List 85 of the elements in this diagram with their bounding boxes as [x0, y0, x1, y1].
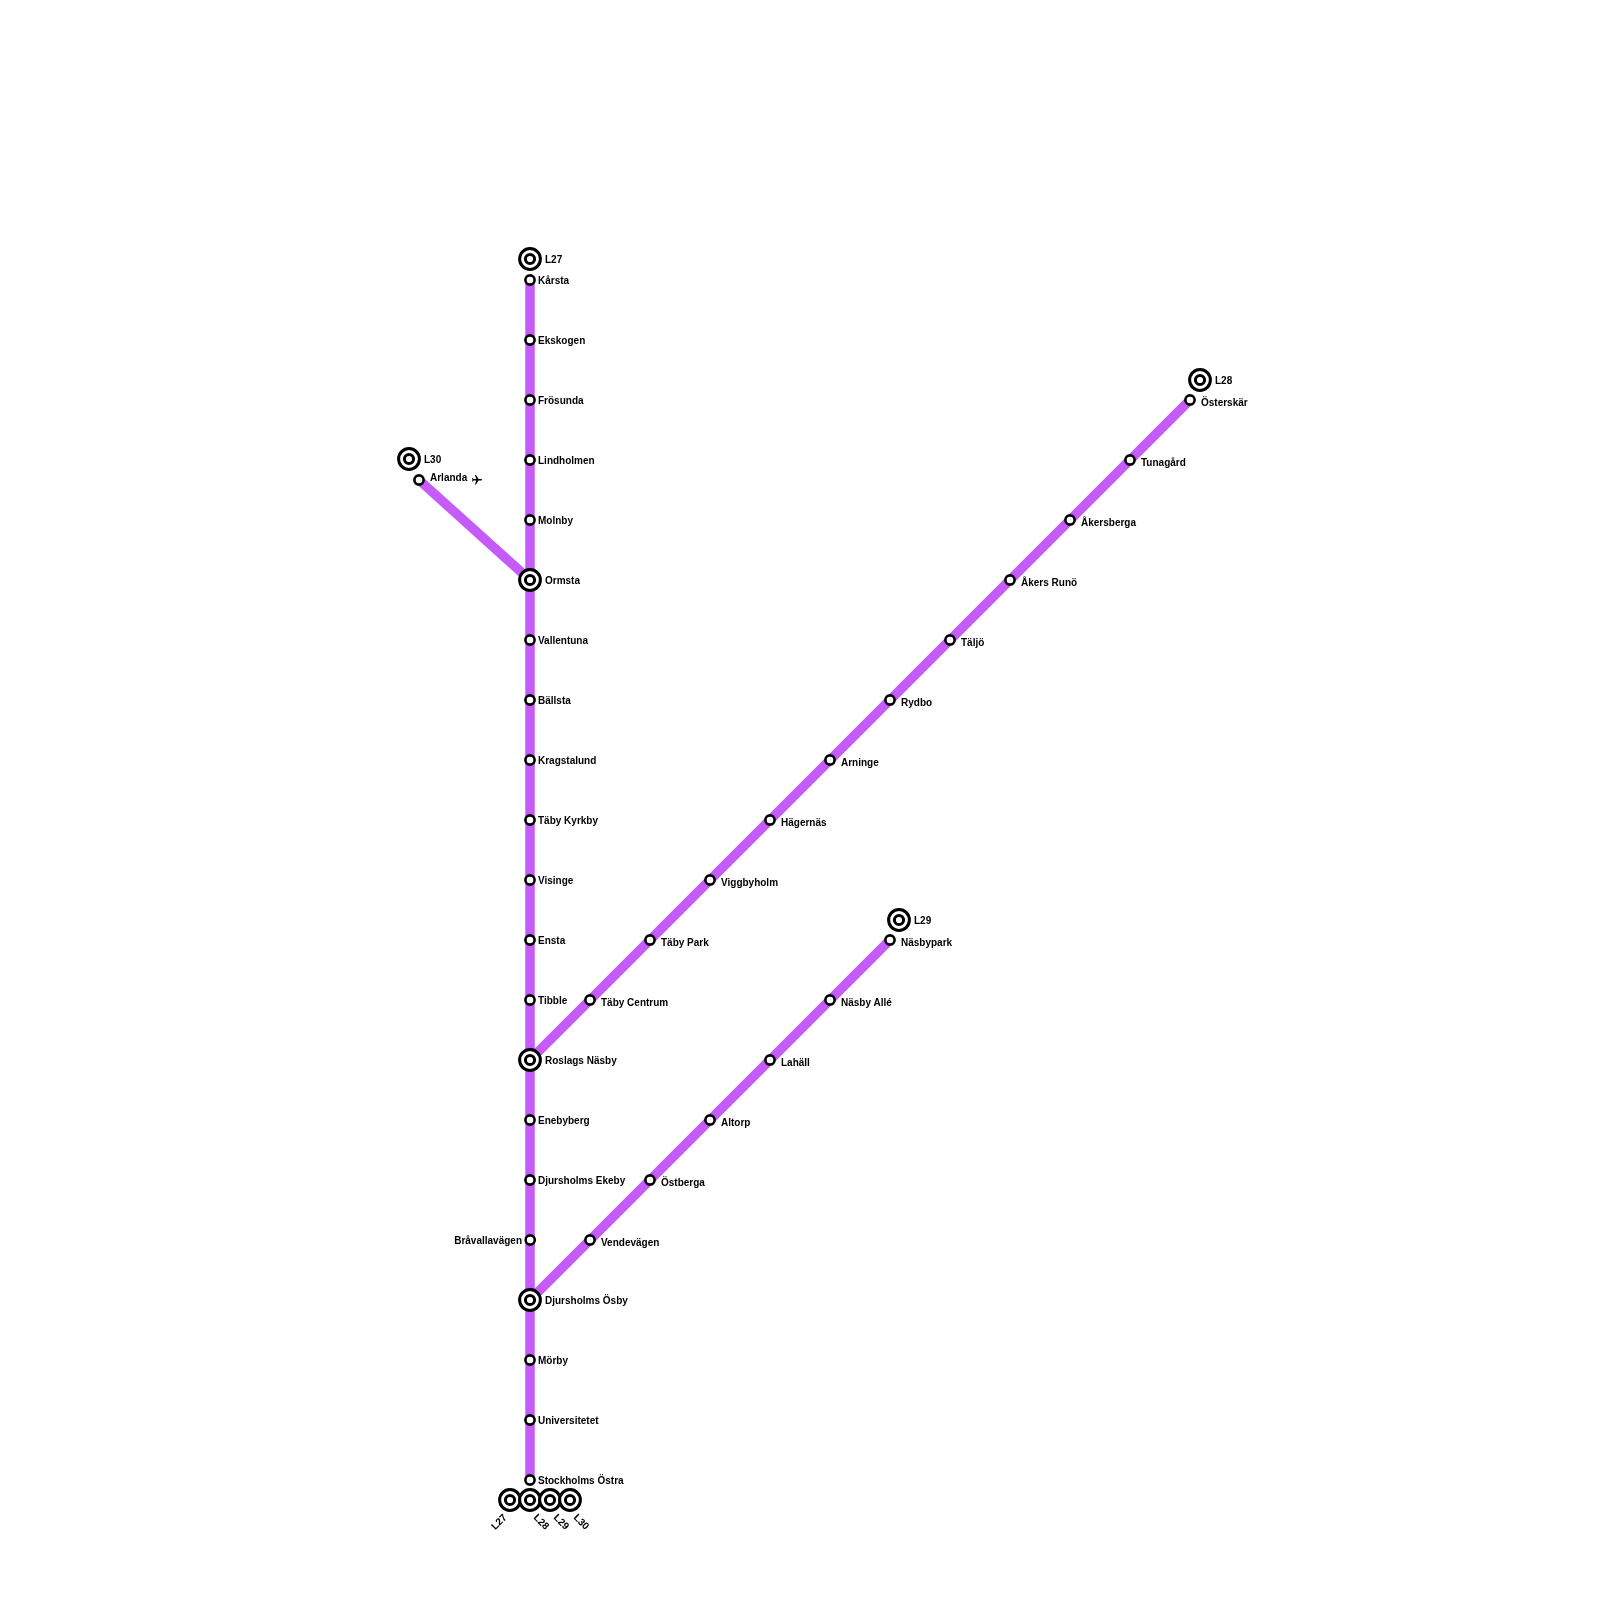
station-name: Frösunda — [538, 394, 584, 406]
track-line — [525, 1123, 535, 1177]
track-line — [525, 643, 535, 697]
station-name: Arninge — [841, 756, 879, 768]
track-line — [769, 999, 831, 1061]
track-line — [525, 403, 535, 457]
track-line — [889, 639, 951, 701]
station-name: Djursholms Ekeby — [538, 1174, 626, 1186]
track-line — [589, 939, 651, 1001]
station-name: Täby Kyrkby — [538, 814, 599, 826]
station-name: Altorp — [721, 1116, 751, 1128]
track-line — [525, 1363, 535, 1417]
track-line — [525, 883, 535, 937]
station-name: Åkers Runö — [1021, 576, 1078, 588]
station-name: Roslags Näsby — [545, 1054, 617, 1066]
line-name: L27 — [489, 1511, 509, 1532]
station-name: Ekskogen — [538, 334, 586, 346]
station-name: Arlanda — [430, 472, 468, 483]
track-line — [649, 1119, 711, 1181]
station-name: Österskär — [1201, 396, 1248, 408]
track-line — [525, 343, 535, 397]
track-line — [525, 283, 535, 337]
track-line — [769, 759, 831, 821]
track-line — [525, 463, 535, 517]
track-line — [525, 823, 535, 877]
line-name: L27 — [545, 253, 563, 265]
track-line — [949, 579, 1011, 641]
station-name: Tibble — [538, 994, 568, 1006]
line-name: L28 — [1215, 374, 1233, 386]
station-name: Molnby — [538, 514, 573, 526]
station-name: Hägernäs — [781, 816, 827, 828]
track-line — [829, 699, 891, 761]
track-line — [534, 999, 591, 1056]
station-name: Täby Park — [661, 936, 709, 948]
track-line — [525, 1183, 535, 1237]
station-name: Kragstalund — [538, 754, 597, 766]
track-line — [709, 1059, 771, 1121]
track-line — [525, 1423, 535, 1477]
line-name: L30 — [424, 453, 442, 465]
line-name: L28 — [531, 1511, 551, 1532]
track-line — [525, 943, 535, 997]
track-line — [525, 1003, 535, 1049]
track-line — [525, 1071, 535, 1117]
station-name: Vendevägen — [601, 1236, 660, 1248]
track-line — [589, 1179, 651, 1241]
station-name: Mörby — [538, 1354, 568, 1366]
station-name: Ormsta — [545, 574, 580, 586]
station-name: Visinge — [538, 874, 574, 886]
track-line — [525, 1243, 535, 1289]
line-name: L30 — [571, 1511, 591, 1532]
track-line — [709, 819, 771, 881]
station-name: Täljö — [961, 636, 985, 648]
station-name: Näsby Allé — [841, 996, 892, 1008]
track-line — [525, 523, 535, 569]
track-line — [525, 703, 535, 757]
station-name: Ensta — [538, 934, 566, 946]
station-name: Bråvallavägen — [454, 1234, 522, 1246]
station-name: Enebyberg — [538, 1114, 590, 1126]
station-name: Kårsta — [538, 274, 570, 286]
track-line — [1069, 459, 1131, 521]
track-line — [418, 478, 525, 577]
track-line — [525, 763, 535, 817]
track-line — [1129, 399, 1191, 461]
track-line — [534, 1239, 591, 1296]
station-name: Bällsta — [538, 694, 571, 706]
track-line — [525, 1311, 535, 1357]
station-name: Täby Centrum — [601, 996, 669, 1008]
station-name: Stockholms Östra — [538, 1474, 624, 1486]
station-name: Näsbypark — [901, 936, 953, 948]
station-name: Östberga — [661, 1176, 705, 1188]
station-name: Universitetet — [538, 1414, 599, 1426]
line-name: L29 — [551, 1511, 571, 1532]
track-line — [525, 591, 535, 637]
station-name: Djursholms Ösby — [545, 1294, 628, 1306]
station-name: Lindholmen — [538, 454, 595, 466]
station-name: Lahäll — [781, 1056, 810, 1068]
station-name: Rydbo — [901, 696, 933, 708]
station-name: Vallentuna — [538, 634, 588, 646]
track-line — [1009, 519, 1071, 581]
station-name: Åkersberga — [1081, 516, 1137, 528]
track-line — [829, 939, 891, 1001]
station-name: Tunagård — [1141, 456, 1186, 468]
line-name: L29 — [914, 914, 932, 926]
station-name: Viggbyholm — [721, 876, 779, 888]
track-line — [649, 879, 711, 941]
